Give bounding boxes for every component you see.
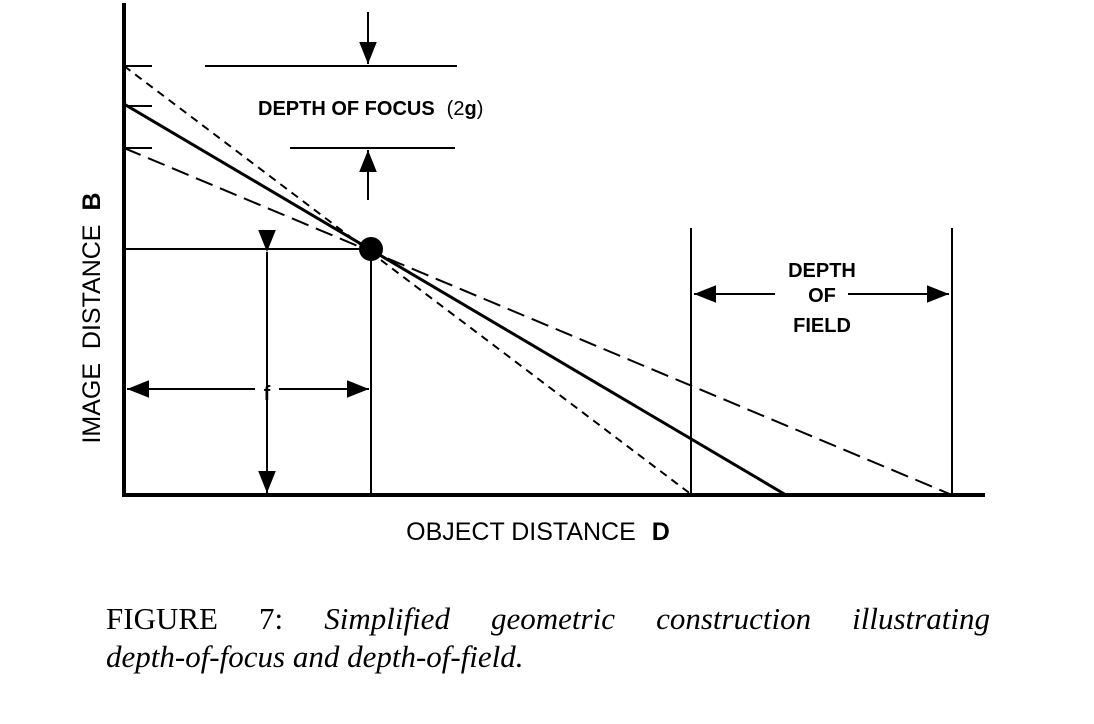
near-limit-line: [123, 65, 693, 496]
caption-line-2: depth-of-focus and depth-of-field.: [106, 639, 524, 674]
y-axis-title: IMAGE DISTANCE B: [78, 192, 106, 443]
depth-of-field-line3: FIELD: [793, 315, 851, 337]
far-limit-line: [123, 147, 953, 496]
focal-point: [359, 237, 383, 261]
caption-word: illustrating: [852, 601, 990, 636]
figure-caption: FIGURE 7: Simplified geometric construct…: [106, 600, 990, 676]
depth-of-focus-symbol: g: [464, 98, 476, 120]
caption-word: geometric: [491, 601, 615, 636]
x-axis-title-text: OBJECT DISTANCE: [406, 518, 636, 546]
x-axis-title: OBJECT DISTANCE D: [406, 518, 670, 546]
y-axis-title-text: IMAGE DISTANCE: [78, 225, 106, 444]
depth-of-focus-paren-close: ): [477, 98, 484, 120]
depth-of-field-line2: OF: [808, 285, 836, 307]
depth-of-focus-text: DEPTH OF FOCUS: [258, 98, 435, 120]
caption-word: Simplified: [324, 601, 450, 636]
focal-length-label: f: [264, 383, 271, 405]
caption-word: construction: [656, 601, 812, 636]
depth-of-focus-factor: 2: [453, 98, 464, 120]
depth-of-focus-paren-open: (: [447, 98, 454, 120]
caption-figure-word: FIGURE: [106, 601, 218, 636]
caption-figure-number: 7:: [259, 601, 284, 636]
caption-line-1: FIGURE 7: Simplified geometric construct…: [106, 600, 990, 638]
y-axis-symbol: B: [78, 192, 106, 210]
depth-of-focus-label: DEPTH OF FOCUS (2g): [258, 98, 483, 120]
depth-of-field-line1: DEPTH: [788, 260, 856, 282]
in-focus-line: [123, 102, 787, 497]
x-axis-symbol: D: [652, 518, 670, 546]
